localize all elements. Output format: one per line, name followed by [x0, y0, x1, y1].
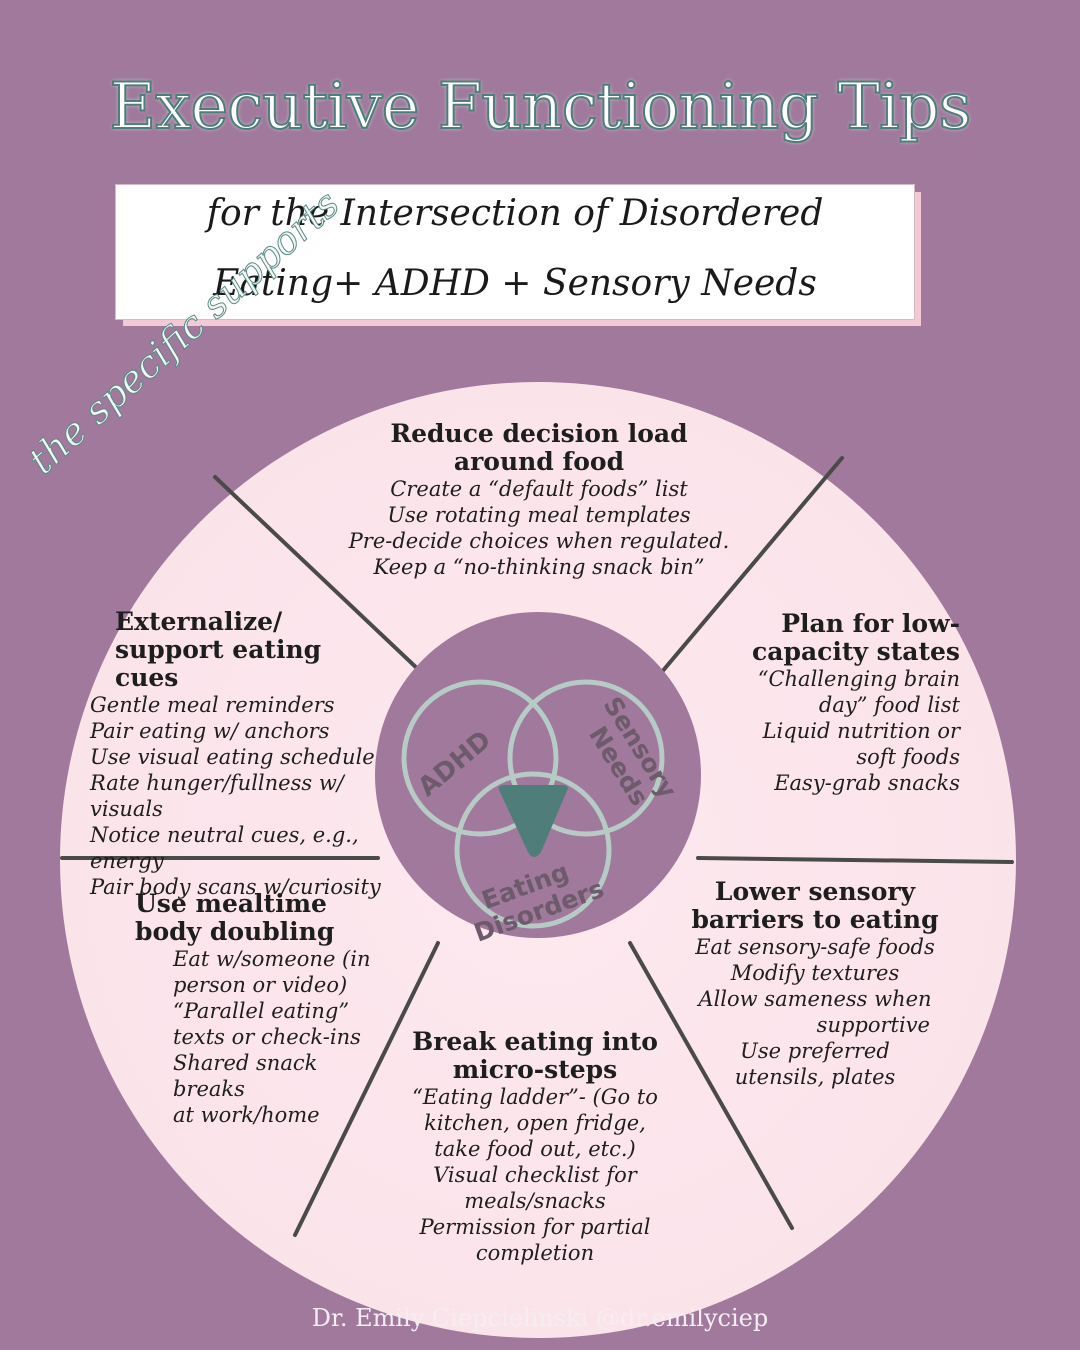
segment-title: Break eating into micro-steps [412, 1027, 658, 1084]
segment-mealtime-body-doubling: Use mealtime body doubling Eat w/someone… [135, 890, 395, 1128]
list-item: utensils, plates [734, 1065, 896, 1089]
list-item: Pair body scans w/curiosity [90, 875, 381, 899]
list-item: Visual checklist for [433, 1163, 637, 1187]
list-item: breaks [173, 1077, 245, 1101]
list-item: meals/snacks [464, 1189, 606, 1213]
list-item: Liquid nutrition or [762, 719, 960, 743]
divider-line-4 [696, 856, 1014, 864]
list-item: person or video) [173, 973, 348, 997]
list-item: Permission for partial [419, 1215, 651, 1239]
list-item: Modify textures [730, 961, 900, 985]
list-item: day” food list [818, 693, 960, 717]
list-item: Gentle meal reminders [90, 693, 335, 717]
list-item: at work/home [173, 1103, 320, 1127]
list-item: take food out, etc.) [434, 1137, 636, 1161]
list-item: “Challenging brain [757, 667, 960, 691]
list-item: Notice neutral cues, e.g., [90, 823, 359, 847]
venn-center-triangle-icon [498, 785, 568, 857]
divider-line-5 [293, 941, 440, 1237]
list-item: Eat w/someone (in [173, 947, 371, 971]
list-item: Create a “default foods” list [390, 477, 688, 501]
subtitle-line-1: for the Intersection of Disordered [206, 193, 824, 234]
list-item: Eat sensory-safe foods [695, 935, 935, 959]
list-item: Rate hunger/fullness w/ [90, 771, 344, 795]
list-item: supportive [816, 1013, 930, 1037]
divider-line-1 [213, 475, 442, 692]
segment-lower-sensory-barriers: Lower sensory barriers to eating Eat sen… [660, 878, 970, 1090]
subtitle-line-2: Eating+ ADHD + Sensory Needs [213, 263, 817, 304]
divider-line-6 [628, 941, 794, 1230]
list-item: Use preferred [740, 1039, 890, 1063]
list-item: Pre-decide choices when regulated. [348, 529, 730, 553]
list-item: Pair eating w/ anchors [90, 719, 330, 743]
segment-title: Use mealtime body doubling [135, 889, 335, 946]
list-item: energy [90, 849, 164, 873]
list-item: soft foods [856, 745, 960, 769]
subtitle-box: for the Intersection of Disordered Eatin… [115, 184, 915, 320]
segment-title: Externalize/ support eating cues [115, 607, 322, 692]
list-item: texts or check-ins [173, 1025, 361, 1049]
segment-externalize-eating-cues: Externalize/ support eating cues Gentle … [90, 608, 390, 900]
segment-break-eating-micro-steps: Break eating into micro-steps “Eating la… [385, 1028, 685, 1266]
segment-plan-low-capacity: Plan for low- capacity states “Challengi… [700, 610, 960, 796]
author-credit: Dr. Emily Ciepcielinski @dr.emilyciep [311, 1304, 769, 1332]
list-item: “Eating ladder”- (Go to [412, 1085, 658, 1109]
list-item: “Parallel eating” [173, 999, 350, 1023]
list-item: Keep a “no-thinking snack bin” [373, 555, 705, 579]
list-item: Allow sameness when [698, 987, 932, 1011]
segment-reduce-decision-load: Reduce decision load around food Create … [300, 420, 778, 580]
list-item: Easy-grab snacks [774, 771, 960, 795]
list-item: Shared snack [173, 1051, 318, 1075]
list-item: Use visual eating schedule [90, 745, 375, 769]
list-item: visuals [90, 797, 163, 821]
venn-circle-adhd [401, 679, 559, 837]
segment-title: Lower sensory barriers to eating [691, 877, 939, 934]
segment-title: Reduce decision load around food [390, 419, 688, 476]
list-item: kitchen, open fridge, [424, 1111, 646, 1135]
main-title: Executive Functioning Tips [109, 69, 973, 145]
venn-circle-sensory [507, 679, 665, 837]
list-item: Use rotating meal templates [387, 503, 691, 527]
divider-line-2 [643, 456, 844, 694]
venn-circle-eating [454, 771, 612, 929]
segment-title: Plan for low- capacity states [752, 609, 960, 666]
list-item: completion [475, 1241, 595, 1265]
